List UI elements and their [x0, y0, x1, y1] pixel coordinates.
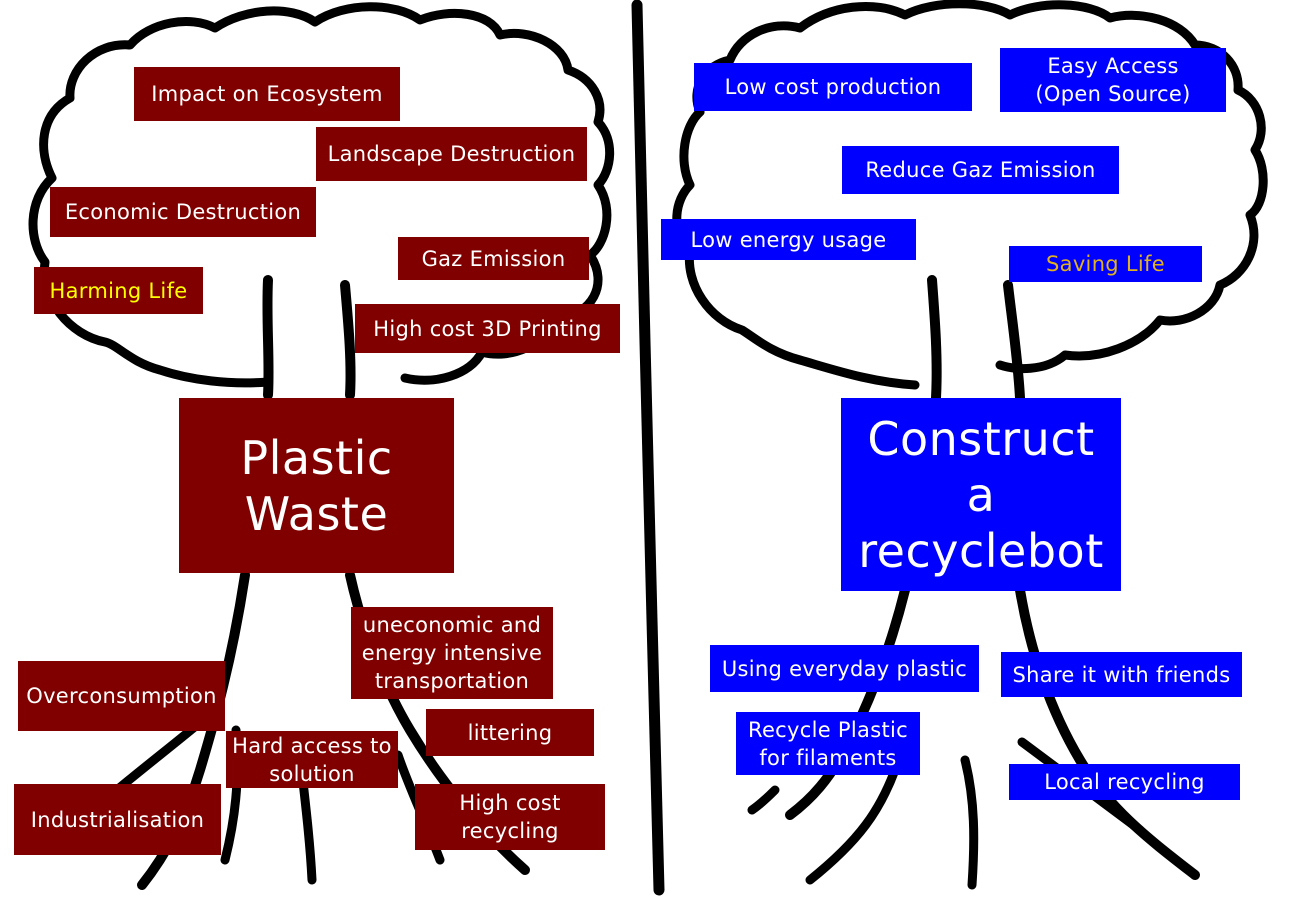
- cause-hard-access: Hard access to solution: [226, 731, 398, 788]
- action-local-recycling: Local recycling: [1009, 764, 1240, 800]
- cause-littering: littering: [426, 709, 594, 756]
- effect-gaz-emission: Gaz Emission: [398, 237, 589, 280]
- effect-landscape-destruction: Landscape Destruction: [316, 127, 587, 181]
- problem-core: Plastic Waste: [179, 398, 454, 573]
- benefit-easy-access: Easy Access (Open Source): [1000, 48, 1226, 112]
- benefit-low-energy-usage: Low energy usage: [661, 219, 916, 260]
- right-root-2: [960, 755, 979, 890]
- effect-high-cost-3d-printing: High cost 3D Printing: [355, 304, 620, 353]
- solution-core: Construct a recyclebot: [841, 398, 1121, 591]
- cause-industrialisation: Industrialisation: [14, 784, 221, 855]
- benefit-low-cost-production: Low cost production: [694, 63, 972, 111]
- benefit-saving-life: Saving Life: [1009, 246, 1202, 282]
- right-trunk-left: [927, 275, 942, 403]
- right-trunk-right: [1003, 280, 1025, 403]
- divider-line: [631, 0, 665, 896]
- left-trunk-right: [340, 280, 356, 400]
- effect-economic-destruction: Economic Destruction: [50, 187, 316, 237]
- right-root-4: [747, 785, 780, 815]
- effect-impact-on-ecosystem: Impact on Ecosystem: [134, 67, 400, 121]
- cause-uneconomic-transportation: uneconomic and energy intensive transpor…: [351, 607, 553, 699]
- left-trunk-left: [262, 275, 274, 400]
- benefit-reduce-gaz-emission: Reduce Gaz Emission: [842, 146, 1119, 194]
- cause-high-cost-recycling: High cost recycling: [415, 784, 605, 850]
- cause-overconsumption: Overconsumption: [18, 661, 225, 731]
- effect-harming-life: Harming Life: [34, 267, 203, 314]
- right-root-1: [805, 765, 900, 885]
- action-recycle-plastic-filaments: Recycle Plastic for filaments: [736, 712, 920, 775]
- right-trunk-lower-right: [1015, 585, 1200, 880]
- action-using-everyday-plastic: Using everyday plastic: [710, 645, 979, 692]
- action-share-with-friends: Share it with friends: [1001, 652, 1242, 697]
